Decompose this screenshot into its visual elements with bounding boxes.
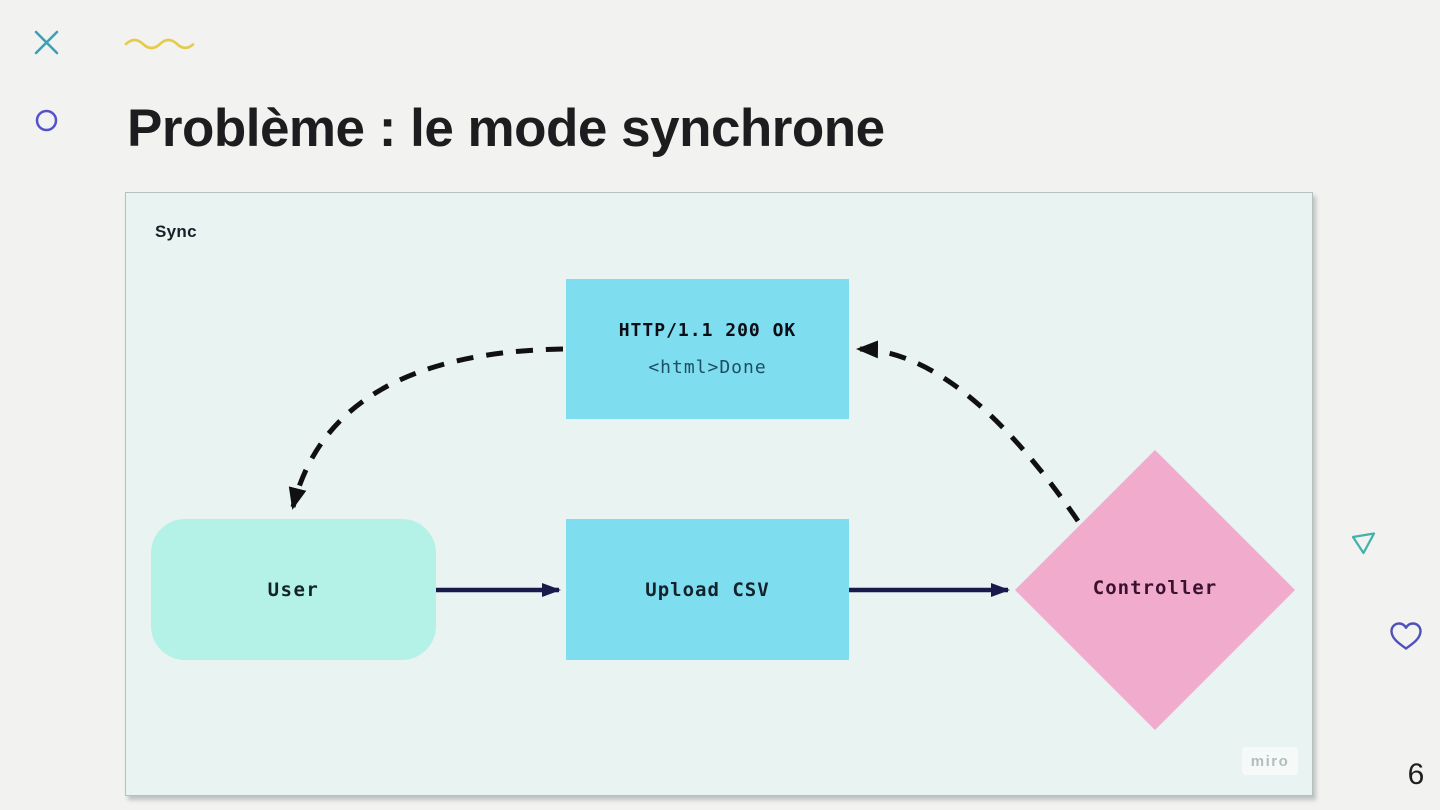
circle-icon (35, 109, 58, 132)
squiggle-icon (124, 38, 195, 50)
triangle-icon (1351, 532, 1376, 555)
diagram-connectors (288, 340, 1295, 730)
node-user: User (151, 519, 436, 660)
edge-controller-to-http (856, 340, 1081, 523)
node-upload-csv: Upload CSV (566, 519, 849, 660)
http-body-text: <html>Done (648, 357, 767, 378)
edge-http-to-user (288, 346, 564, 510)
x-cross-icon (34, 30, 59, 55)
diagram-panel: Sync HTTP/1.1 200 OK <html>Done User Upl… (125, 192, 1313, 796)
node-controller-shape (1015, 450, 1295, 730)
node-controller-label: Controller (1092, 577, 1218, 599)
slide-title: Problème : le mode synchrone (127, 99, 885, 158)
http-status-text: HTTP/1.1 200 OK (618, 320, 797, 341)
page-number: 6 (1407, 758, 1425, 791)
diagram-label: Sync (155, 222, 197, 241)
heart-icon (1390, 622, 1422, 650)
node-http-response: HTTP/1.1 200 OK <html>Done (566, 279, 849, 419)
miro-watermark: miro (1242, 747, 1298, 775)
